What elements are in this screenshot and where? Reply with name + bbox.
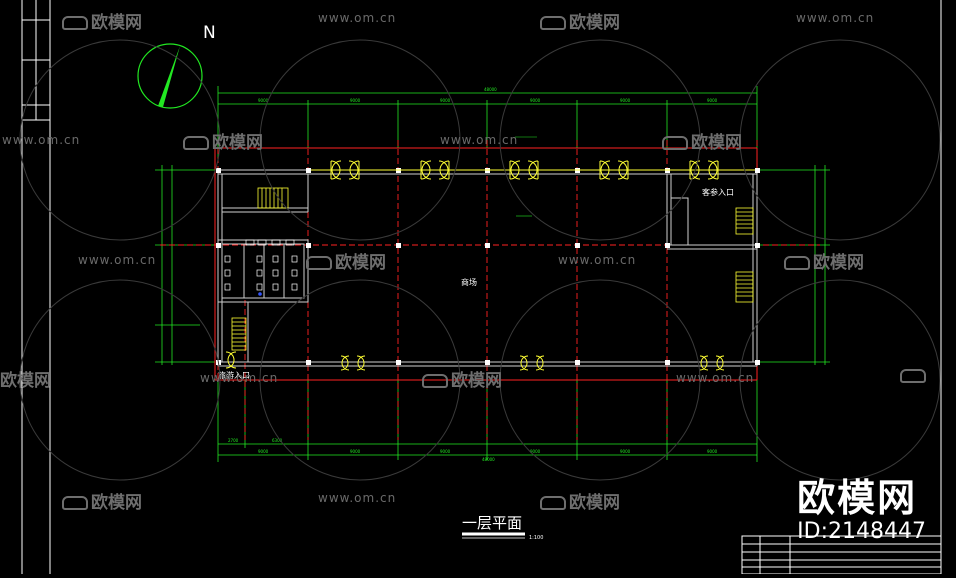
- watermark-site: www.om.cn: [318, 491, 397, 505]
- watermark-logo: 欧模网: [183, 128, 263, 153]
- sofa-icon: [62, 16, 88, 30]
- entrance-label-left: 旅游入口: [218, 370, 250, 380]
- dimension-left: [155, 165, 215, 365]
- sofa-icon: [540, 16, 566, 30]
- entrance-label-right: 客参入口: [702, 187, 734, 197]
- dimension-top-ticks: 48000 9000 9000 9000 9000 9000 9000: [258, 87, 718, 103]
- toilet-fixtures: [224, 239, 298, 291]
- stairs: [231, 187, 754, 351]
- watermark-circles: [19, 39, 941, 481]
- watermark-logo: 欧模网: [0, 371, 51, 391]
- brand-watermark: 欧模网 ID:2148447: [797, 478, 926, 546]
- sofa-icon: [62, 496, 88, 510]
- watermark-site: www.om.cn: [796, 11, 875, 25]
- svg-text:9000: 9000: [530, 449, 541, 454]
- svg-text:9000: 9000: [620, 449, 631, 454]
- svg-text:9000: 9000: [707, 449, 718, 454]
- drawing-title: 一层平面: [462, 514, 522, 532]
- watermark-site: www.om.cn: [440, 133, 519, 147]
- svg-text:6300: 6300: [272, 438, 283, 443]
- svg-text:9000: 9000: [350, 98, 361, 103]
- north-arrow: [137, 43, 203, 109]
- title-block: [741, 535, 942, 575]
- watermark-logo: 欧模网: [540, 488, 620, 513]
- watermark-site: www.om.cn: [78, 253, 157, 267]
- axis-grid-solid: [214, 147, 758, 381]
- room-label-mall: 商场: [461, 277, 477, 287]
- watermark-site: www.om.cn: [558, 253, 637, 267]
- doors-bottom: [225, 351, 725, 371]
- model-id: ID:2148447: [797, 519, 926, 544]
- brand-name: 欧模网: [797, 476, 918, 520]
- sofa-icon: [540, 496, 566, 510]
- watermark-logo: [900, 366, 929, 386]
- sofa-icon: [422, 374, 448, 388]
- sofa-icon: [183, 136, 209, 150]
- dimension-bottom: [217, 380, 758, 462]
- watermark-site: www.om.cn: [200, 371, 279, 385]
- watermark-logo: 欧模网: [662, 128, 742, 153]
- floor-drain-icon: [258, 292, 262, 296]
- watermark-site: www.om.cn: [676, 371, 755, 385]
- sofa-icon: [662, 136, 688, 150]
- dimension-bottom-ticks: 2700 6300 9000 9000 9000 9000 9000 9000 …: [228, 438, 718, 462]
- sofa-icon: [900, 369, 926, 383]
- watermark-logo: 欧模网: [62, 488, 142, 513]
- svg-text:9000: 9000: [440, 98, 451, 103]
- svg-text:9000: 9000: [350, 449, 361, 454]
- walls: [217, 169, 758, 367]
- watermark-site: www.om.cn: [318, 11, 397, 25]
- sofa-icon: [784, 256, 810, 270]
- svg-text:9000: 9000: [258, 449, 269, 454]
- doors-top: [311, 160, 755, 180]
- level-tags: [515, 136, 537, 217]
- svg-text:48000: 48000: [482, 457, 495, 462]
- drawing-scale: 1:100: [529, 535, 543, 541]
- watermark-logo: 欧模网: [306, 248, 386, 273]
- sofa-icon: [306, 256, 332, 270]
- watermark-logo: 欧模网: [540, 8, 620, 33]
- watermark-logo: 欧模网: [422, 366, 502, 391]
- svg-text:9000: 9000: [530, 98, 541, 103]
- svg-text:9000: 9000: [707, 98, 718, 103]
- svg-text:9000: 9000: [440, 449, 451, 454]
- north-label: N: [203, 23, 216, 43]
- watermark-logo: 欧模网: [784, 248, 864, 273]
- svg-text:2700: 2700: [228, 438, 239, 443]
- svg-text:48000: 48000: [484, 87, 497, 92]
- watermark-site: www.om.cn: [2, 133, 81, 147]
- svg-text:9000: 9000: [620, 98, 631, 103]
- watermark-logo: 欧模网: [62, 8, 142, 33]
- svg-text:9000: 9000: [258, 98, 269, 103]
